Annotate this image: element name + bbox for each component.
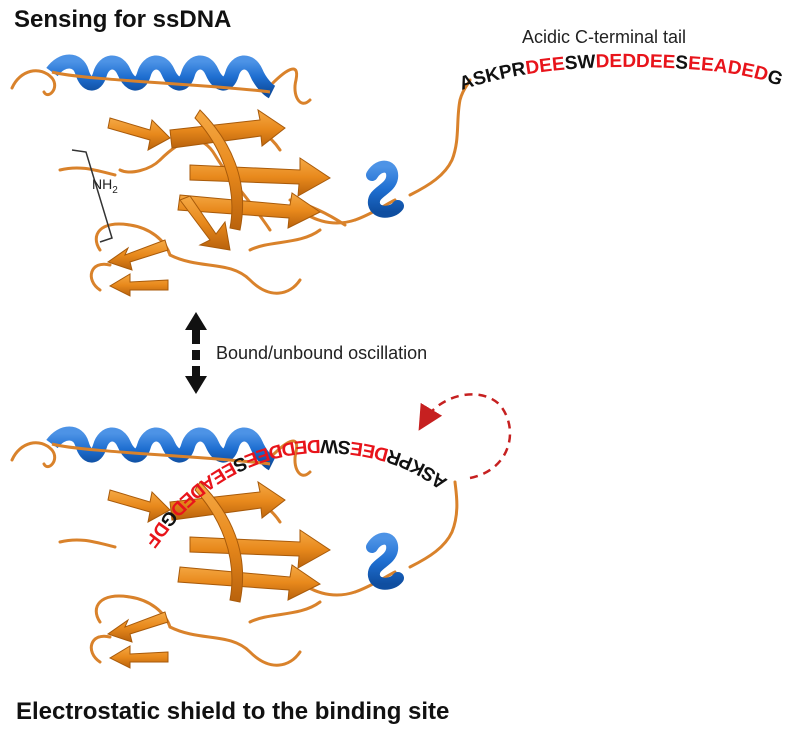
sequence-segment: EEADED xyxy=(687,53,770,86)
sequence-segment: DEE xyxy=(524,54,566,80)
sequence-segment: ASKPR xyxy=(384,445,451,493)
n-terminus-label: NH2 xyxy=(92,176,118,196)
acidic-tail-label: Acidic C-terminal tail xyxy=(522,27,687,47)
small-helix-top xyxy=(366,160,404,218)
beta-sheet-bottom xyxy=(106,480,331,669)
oscillation-label: Bound/unbound oscillation xyxy=(216,343,428,363)
beta-sheet-top xyxy=(106,108,331,297)
protein-structure-bottom xyxy=(10,426,459,669)
sequence-segment: DEE xyxy=(349,437,391,465)
n-terminus-subscript: 2 xyxy=(112,184,118,196)
alpha-helix-top xyxy=(46,54,276,99)
sequence-segment: SW xyxy=(320,435,351,458)
title-top: Sensing for ssDNA xyxy=(14,6,232,33)
fold-back-arrow xyxy=(418,393,512,480)
oscillation-arrow xyxy=(185,312,207,394)
sequence-segment: SW xyxy=(564,52,596,75)
small-helix-bottom xyxy=(366,532,404,590)
sequence-segment: S xyxy=(675,52,689,74)
sequence-segment: ASKPR xyxy=(457,58,528,94)
protein-structure-top xyxy=(10,54,472,297)
title-bottom: Electrostatic shield to the binding site xyxy=(16,698,450,725)
sequence-segment: DEDDEE xyxy=(595,51,676,73)
alpha-helix-bottom xyxy=(46,426,276,471)
n-terminus-bracket xyxy=(71,149,113,243)
sequence-segment: DF xyxy=(0,0,7,5)
sequence-segment: G xyxy=(765,66,786,91)
acidic-tail-sequence-top: ASKPRDEESWDEDDEESEEADEDG DF xyxy=(0,0,785,95)
n-terminus-text: NH xyxy=(92,176,113,192)
